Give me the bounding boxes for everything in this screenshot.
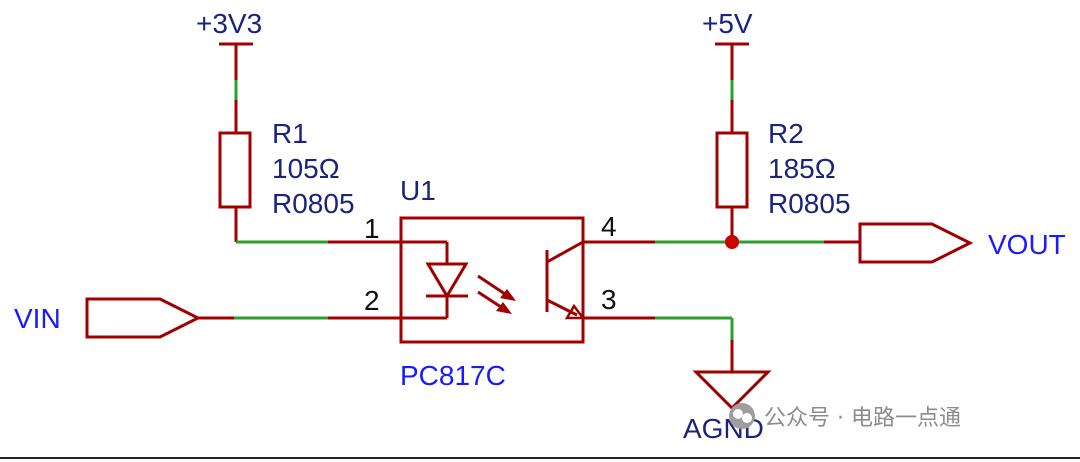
watermark-text: 公众号 · 电路一点通 — [764, 406, 961, 431]
r1-value: 105Ω — [272, 153, 340, 184]
vout-label: VOUT — [988, 229, 1066, 260]
resistor-r1 — [218, 131, 401, 244]
u1-part: PC817C — [400, 360, 506, 391]
phototransistor-symbol — [545, 240, 586, 320]
led-diode-symbol — [401, 240, 469, 320]
pin-2-label: 2 — [364, 285, 380, 316]
watermark: 公众号 · 电路一点通 — [729, 403, 961, 431]
vin-label: VIN — [14, 303, 61, 334]
power-3v3-label: +3V3 — [196, 8, 262, 39]
vin-port-symbol — [85, 297, 401, 339]
u1-ref: U1 — [400, 175, 436, 206]
pin-1-label: 1 — [364, 213, 380, 244]
r2-value: 185Ω — [768, 153, 836, 184]
output-net — [583, 235, 860, 249]
pin-3-label: 3 — [601, 284, 617, 315]
ground-net — [583, 316, 734, 372]
agnd-ground-symbol — [692, 370, 772, 411]
resistor-r2 — [715, 131, 749, 242]
light-arrows-icon — [477, 274, 516, 314]
r2-package: R0805 — [768, 188, 851, 219]
vout-port-symbol — [858, 222, 974, 264]
r1-ref: R1 — [272, 118, 308, 149]
net-junction-dot — [725, 235, 739, 249]
optocoupler-u1 — [399, 216, 586, 344]
r2-ref: R2 — [768, 118, 804, 149]
pin-4-label: 4 — [601, 211, 617, 242]
power-5v-symbol — [715, 42, 749, 133]
power-5v-label: +5V — [702, 8, 753, 39]
wechat-official-account-icon — [729, 403, 755, 429]
r1-package: R0805 — [272, 188, 355, 219]
power-3v3-symbol — [219, 42, 253, 133]
